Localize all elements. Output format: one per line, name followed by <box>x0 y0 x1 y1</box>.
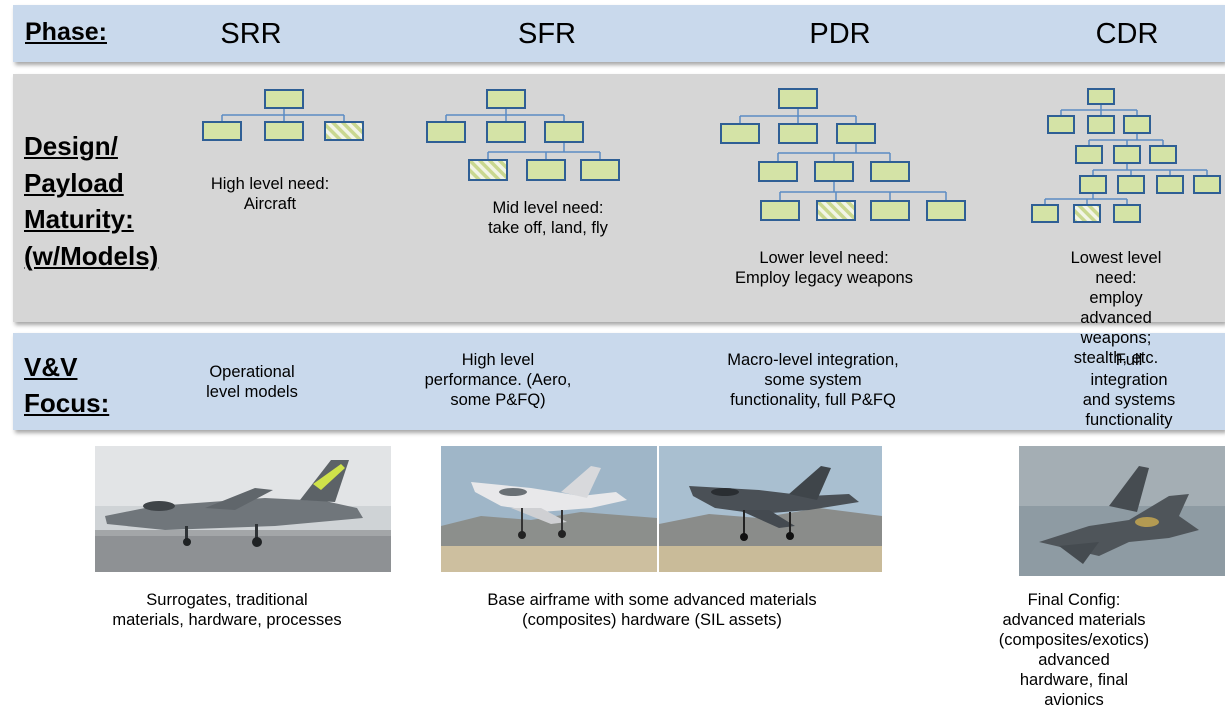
vv-pdr: Macro-level integration, some system fun… <box>727 351 899 409</box>
photo-x35-prototype-1 <box>441 446 657 572</box>
photo-x35-prototype-2 <box>659 446 882 572</box>
photo-f35-final <box>1019 446 1225 576</box>
design-maturity-band <box>13 74 1225 322</box>
design-maturity-row-label: Design/ Payload Maturity: (w/Models) <box>24 131 159 271</box>
need-pdr: Lower level need: Employ legacy weapons <box>735 249 913 287</box>
vv-sfr: High level performance. (Aero, some P&FQ… <box>424 351 572 409</box>
phase-sfr: SFR <box>518 18 576 50</box>
phase-band <box>13 5 1225 62</box>
phase-cdr: CDR <box>1095 18 1159 50</box>
need-sfr: Mid level need: take off, land, fly <box>488 199 608 237</box>
vv-srr: Operational level models <box>206 363 298 401</box>
need-srr: High level need: Aircraft <box>210 175 330 213</box>
vv-label-line1: V&V <box>24 352 78 382</box>
vv-focus-row-label: V&V Focus: <box>24 349 109 421</box>
vv-cdr: Full integration and systems functionali… <box>1082 351 1176 429</box>
caption-srr: Surrogates, traditional materials, hardw… <box>112 591 342 629</box>
hierarchy-diagrams <box>202 88 1221 223</box>
phase-srr: SRR <box>220 18 282 50</box>
photo-fa18-surrogate <box>95 446 391 572</box>
need-cdr: Lowest level need: employ advanced weapo… <box>1070 249 1162 367</box>
phase-row-label: Phase: <box>25 18 107 46</box>
vv-label-line2: Focus: <box>24 388 110 418</box>
caption-sfr-pdr: Base airframe with some advanced materia… <box>487 591 817 629</box>
phase-pdr: PDR <box>809 18 871 50</box>
caption-cdr: Final Config: advanced materials (compos… <box>998 591 1150 709</box>
vv-focus-band <box>13 333 1225 430</box>
